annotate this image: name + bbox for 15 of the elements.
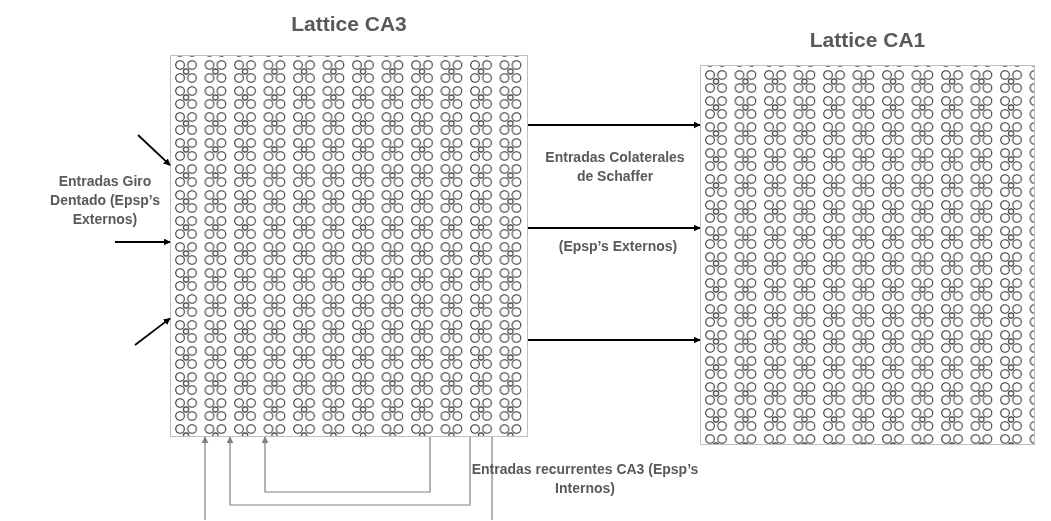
arrow	[527, 224, 701, 232]
arrow	[527, 336, 701, 344]
arrow	[527, 121, 701, 129]
arrow	[114, 238, 171, 246]
lattice-title: Lattice CA3	[290, 11, 408, 37]
arrow	[261, 436, 431, 493]
annotation-text: (Epsp’s Externos)	[557, 237, 679, 256]
arrow	[134, 317, 171, 346]
arrow	[226, 436, 471, 506]
annotation-text: Entradas recurrentes CA3 (Epsp’s Internos)	[470, 460, 700, 498]
annotation-text: Entradas Colaterales de Schaffer	[544, 148, 686, 186]
annotation-text: Entradas Giro Dentado (Epsp’s Externos)	[49, 172, 161, 229]
arrow	[137, 134, 171, 167]
arrow	[201, 436, 209, 521]
lattice-title: Lattice CA1	[808, 27, 927, 53]
